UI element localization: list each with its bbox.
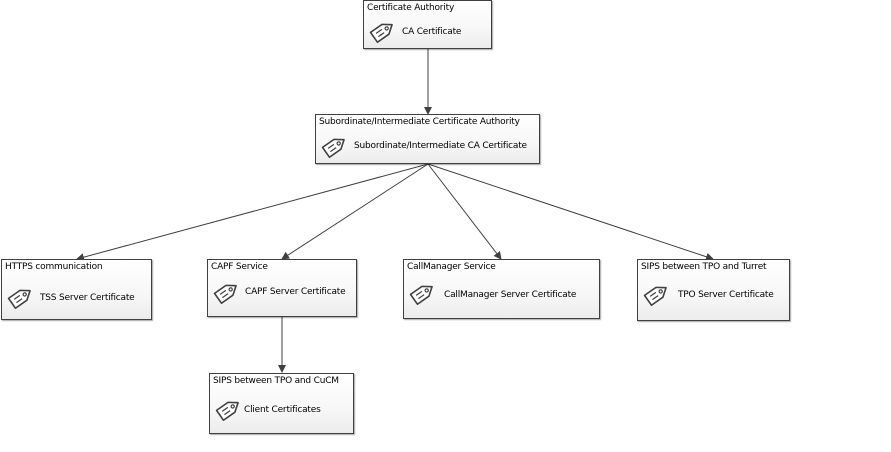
certificate-tag-icon bbox=[6, 283, 36, 311]
certificate-tag-icon bbox=[212, 278, 242, 306]
node-title: CallManager Service bbox=[407, 262, 496, 272]
certificate-label: TPO Server Certificate bbox=[678, 290, 774, 300]
certificate-label: TSS Server Certificate bbox=[40, 293, 135, 303]
certificate-label: CallManager Server Certificate bbox=[444, 290, 577, 300]
connector-subordinate-to-capf bbox=[281, 163, 429, 260]
node-title: SIPS between TPO and Turret bbox=[641, 262, 767, 272]
node-sips-tpo-turret[interactable]: SIPS between TPO and Turret TPO Server C… bbox=[637, 259, 790, 321]
node-https-communication[interactable]: HTTPS communication TSS Server Certifica… bbox=[1, 259, 152, 320]
certificate-tag-icon bbox=[408, 279, 438, 307]
certificate-label: Subordinate/Intermediate CA Certificate bbox=[354, 141, 527, 151]
node-certificate-authority[interactable]: Certificate Authority CA Certificate bbox=[363, 0, 492, 49]
certificate-tag-icon bbox=[320, 132, 350, 160]
node-title: Certificate Authority bbox=[367, 3, 455, 13]
node-callmanager-service[interactable]: CallManager Service CallManager Server C… bbox=[403, 259, 600, 319]
node-sips-tpo-cucm[interactable]: SIPS between TPO and CuCM Client Certifi… bbox=[209, 373, 354, 434]
certificate-label: CAPF Server Certificate bbox=[245, 287, 346, 297]
node-title: Subordinate/Intermediate Certificate Aut… bbox=[319, 117, 520, 127]
certificate-label: Client Certificates bbox=[244, 405, 321, 415]
connector-subordinate-to-https bbox=[76, 163, 429, 262]
node-title: HTTPS communication bbox=[5, 262, 103, 272]
node-title: SIPS between TPO and CuCM bbox=[213, 376, 339, 386]
certificate-tag-icon bbox=[368, 17, 398, 45]
certificate-tag-icon bbox=[642, 280, 672, 308]
certificate-tag-icon bbox=[214, 395, 244, 423]
certificate-label: CA Certificate bbox=[402, 27, 462, 37]
node-capf-service[interactable]: CAPF Service CAPF Server Certificate bbox=[207, 259, 357, 317]
node-subordinate-certificate-authority[interactable]: Subordinate/Intermediate Certificate Aut… bbox=[315, 114, 540, 164]
node-title: CAPF Service bbox=[211, 262, 268, 272]
connector-subordinate-to-callmanager bbox=[427, 163, 502, 260]
connector-subordinate-to-sips-turret bbox=[427, 163, 714, 261]
